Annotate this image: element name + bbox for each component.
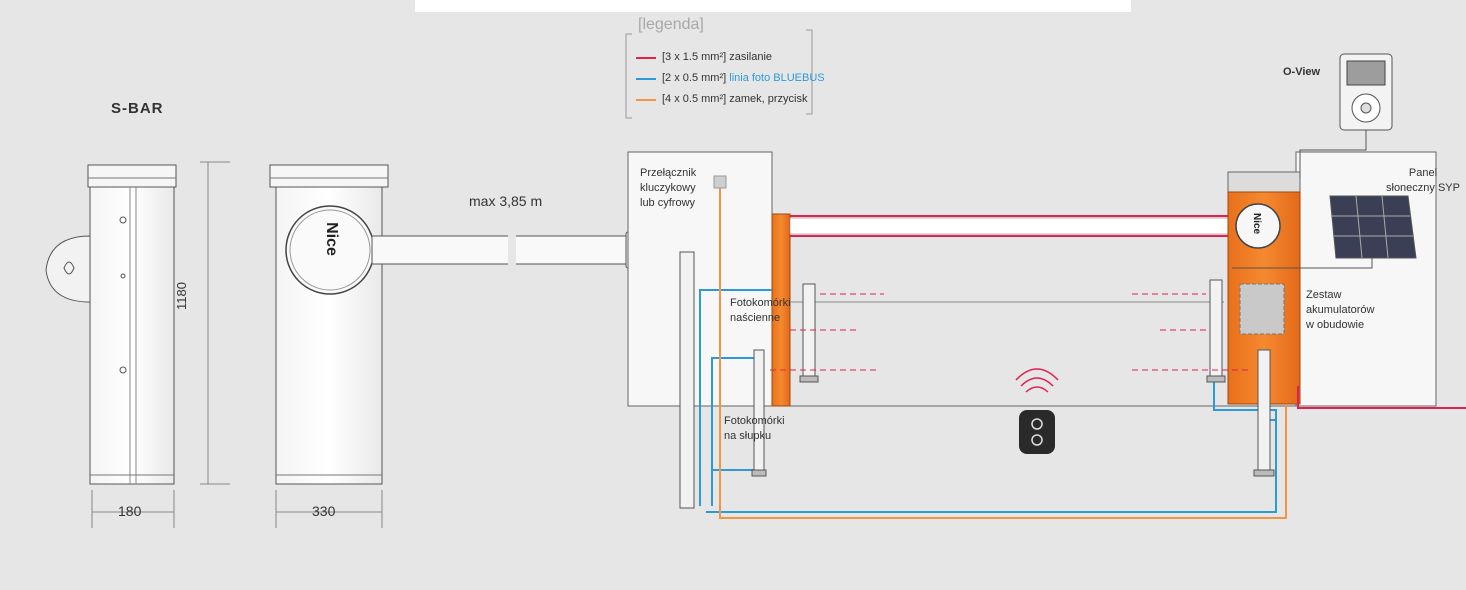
height-dimension-label: 1180 [174,282,189,310]
legend-spec: [2 x 0.5 mm²] [662,72,727,84]
barrier-side-view [200,161,637,528]
solar-panel-icon [1329,195,1417,259]
boom-length-label: max 3,85 m [469,193,543,209]
legend-desc: linia foto BLUEBUS [729,72,825,84]
top-tab-left [415,0,1131,12]
legend-desc: zasilanie [729,51,773,63]
front-width-label: 180 [118,503,142,519]
legend-item-lock: [4 x 0.5 mm²] zamek, przycisk [662,93,808,105]
oview-label: O-View [1283,66,1321,78]
legend-title: [legenda] [638,16,704,33]
legend-desc: zamek, przycisk [729,93,808,105]
installation-view [627,53,1466,519]
key-switch-icon [713,175,727,189]
model-title: S-BAR [111,100,164,117]
legend-item-power: [3 x 1.5 mm²] zasilanie [662,51,772,63]
side-width-label: 330 [312,503,336,519]
legend [625,29,813,119]
brand-logo-installation: Nice [1251,212,1263,235]
brand-logo: Nice [322,222,340,256]
legend-spec: [4 x 0.5 mm²] [662,93,727,105]
legend-item-bluebus: [2 x 0.5 mm²] linia foto BLUEBUS [662,72,825,84]
battery-box-icon [1239,283,1285,335]
barrier-front-view [45,164,177,528]
oview-device-icon [1339,53,1393,131]
remote-control-icon [1015,368,1059,454]
legend-spec: [3 x 1.5 mm²] [662,51,727,63]
